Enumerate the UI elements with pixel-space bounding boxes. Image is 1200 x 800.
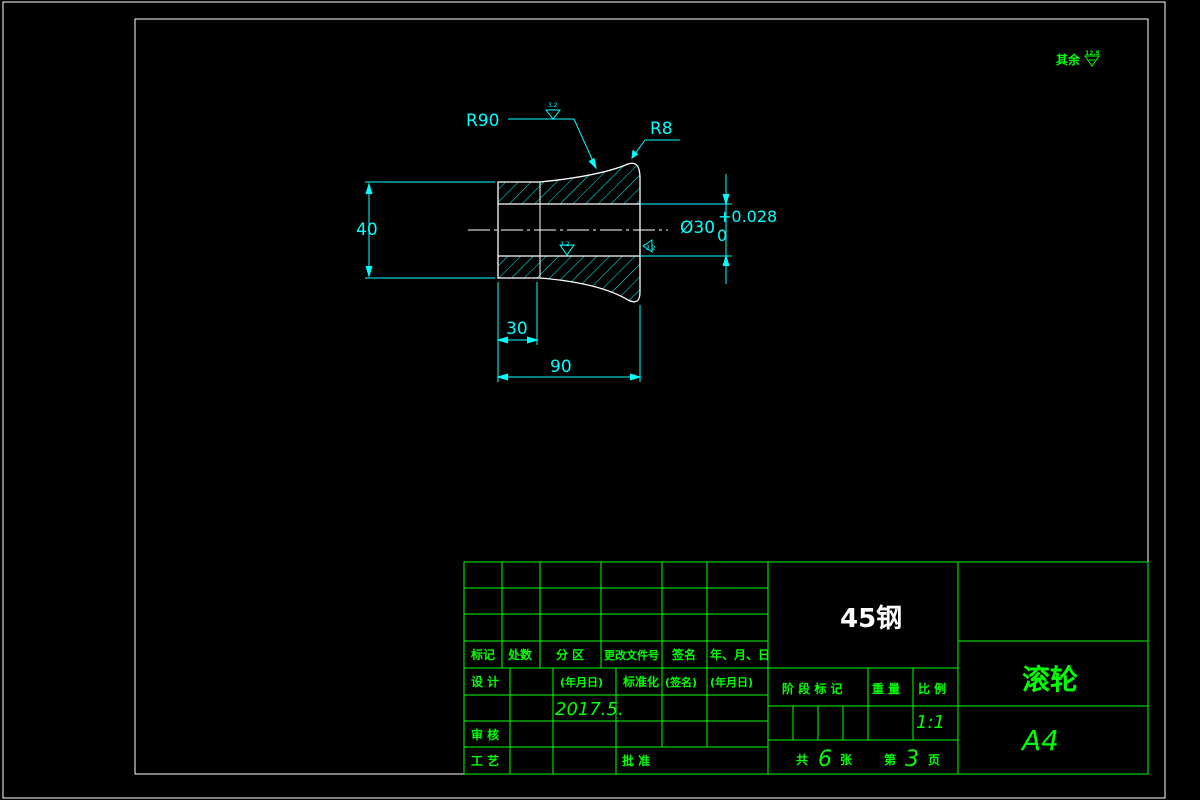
- scale-label: 比 例: [918, 681, 946, 696]
- roughness-note-label: 其余: [1056, 52, 1081, 67]
- material-label: 45钢: [840, 604, 902, 634]
- roughness-face-value: 3.2: [646, 245, 656, 252]
- part-section: [468, 162, 668, 303]
- design-date-value: 2017.5.: [555, 699, 624, 720]
- revision-header-row: 标记 处数 分 区 更改文件号 签名 年、月、日: [470, 647, 770, 662]
- lower-wall-hatch: [498, 256, 640, 302]
- roughness-note-value: 12.5: [1085, 50, 1100, 57]
- roughness-symbol-icon: [1084, 55, 1100, 67]
- dim-r8-label: R8: [650, 119, 673, 139]
- dim-tol-upper: +0.028: [718, 207, 777, 226]
- roughness-r90-value: 3.2: [548, 102, 558, 109]
- roughness-bore-value: 3.2: [560, 241, 570, 248]
- dim-30-label: 30: [506, 319, 528, 339]
- standardize-date-placeholder: (年月日): [710, 675, 753, 689]
- dim-90-label: 90: [550, 357, 572, 377]
- dim-r90-label: R90: [466, 111, 499, 131]
- sheet-number-label: 第: [884, 752, 896, 767]
- sheet-number-value: 3: [905, 747, 919, 772]
- sheets-unit-label: 张: [840, 752, 853, 767]
- part-name: 滚轮: [1022, 663, 1078, 696]
- dim-40-label: 40: [356, 220, 378, 240]
- total-sheets-value: 6: [818, 747, 832, 772]
- standardize-label: 标准化: [622, 674, 659, 689]
- design-date-placeholder: (年月日): [560, 675, 603, 689]
- dim-tol-lower: 0: [717, 226, 727, 245]
- scale-value: 1:1: [916, 712, 945, 733]
- approve-label: 批 准: [622, 753, 650, 768]
- part-outline: [497, 162, 641, 303]
- dimensions: [365, 109, 732, 382]
- dim-bore-label: Ø30: [680, 218, 715, 238]
- stage-mark-label: 阶 段 标 记: [782, 681, 843, 696]
- outer-border: [2, 1, 1166, 799]
- header-zone: 分 区: [556, 647, 584, 662]
- paper-size: A4: [1020, 724, 1059, 757]
- sign-placeholder: (签名): [665, 675, 697, 689]
- total-sheets-label: 共: [796, 752, 808, 767]
- header-count: 处数: [507, 647, 533, 662]
- header-date: 年、月、日: [710, 647, 770, 662]
- header-doc-number: 更改文件号: [604, 648, 659, 662]
- title-block: [463, 561, 1149, 775]
- weight-label: 重 量: [872, 681, 900, 696]
- header-mark: 标记: [470, 647, 495, 662]
- design-label: 设 计: [471, 674, 499, 689]
- header-signature: 签名: [671, 647, 696, 662]
- general-roughness-note: 其余 12.5: [1056, 50, 1100, 67]
- upper-wall-hatch: [498, 163, 640, 204]
- page-unit-label: 页: [928, 753, 940, 767]
- review-label: 审 核: [471, 727, 499, 742]
- process-label: 工 艺: [471, 753, 499, 768]
